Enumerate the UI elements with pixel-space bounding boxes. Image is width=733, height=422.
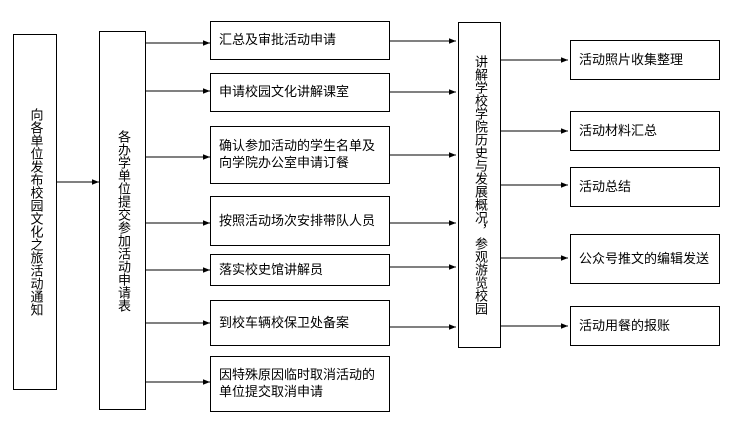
step-register-vehicles: 到校车辆校保卫处备案 [210,300,390,346]
history-tour-text: 讲解学校学院历史与发展概况，参观游览校园 [472,55,487,315]
submit-application-box: 各办学单位提交参加活动申请表 [99,31,146,410]
history-tour-box: 讲解学校学院历史与发展概况，参观游览校园 [458,22,501,348]
step-review-applications-label: 汇总及审批活动申请 [219,33,337,48]
step-assign-leaders-label: 按照活动场次安排带队人员 [219,213,376,229]
step-apply-classroom: 申请校园文化讲解课室 [210,73,390,112]
outcome-materials: 活动材料汇总 [570,111,720,151]
step-apply-classroom-label: 申请校园文化讲解课室 [219,85,350,100]
notify-units-text: 向各单位发布校园文化之旅活动通知 [27,108,43,316]
step-arrange-guides-label: 落实校史馆讲解员 [219,262,324,278]
submit-application-text: 各办学单位提交参加活动申请表 [115,129,130,312]
step-cancel-application: 因特殊原因临时取消活动的单位提交取消申请 [210,356,390,412]
step-confirm-students: 确认参加活动的学生名单及向学院办公室申请订餐 [210,126,390,184]
notify-units-box: 向各单位发布校园文化之旅活动通知 [13,34,57,390]
step-assign-leaders: 按照活动场次安排带队人员 [210,196,390,246]
outcome-photos-label: 活动照片收集整理 [579,52,684,68]
step-review-applications: 汇总及审批活动申请 [210,21,390,60]
outcome-photos: 活动照片收集整理 [570,40,720,80]
outcome-summary-label: 活动总结 [579,179,632,195]
outcome-meal-reimbursement: 活动用餐的报账 [570,306,720,346]
outcome-meal-reimbursement-label: 活动用餐的报账 [579,318,671,334]
step-cancel-application-label: 因特殊原因临时取消活动的单位提交取消申请 [219,368,376,400]
step-confirm-students-label: 确认参加活动的学生名单及向学院办公室申请订餐 [219,139,376,171]
outcome-wechat-post-label: 公众号推文的编辑发送 [579,251,710,267]
outcome-summary: 活动总结 [570,167,720,207]
outcome-materials-label: 活动材料汇总 [579,123,658,139]
step-arrange-guides: 落实校史馆讲解员 [210,254,390,286]
step-register-vehicles-label: 到校车辆校保卫处备案 [219,315,350,331]
outcome-wechat-post: 公众号推文的编辑发送 [570,234,720,284]
